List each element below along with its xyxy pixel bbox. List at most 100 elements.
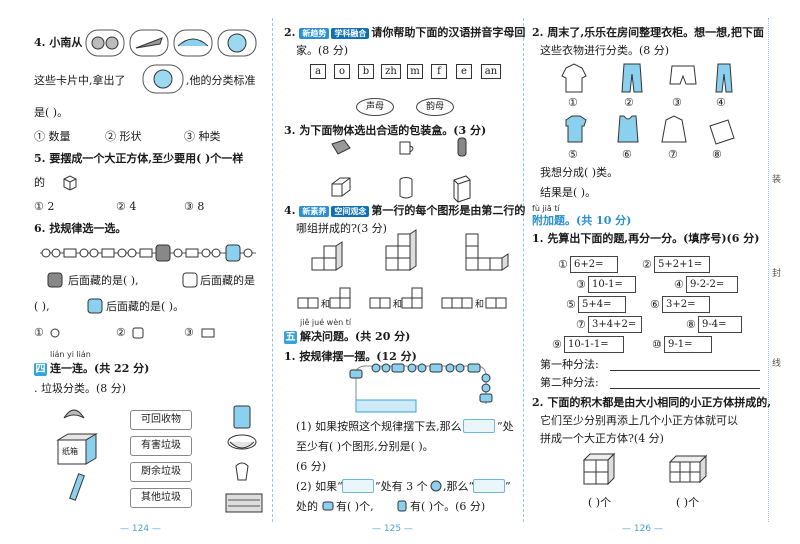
p125-q1b-part3: ,那么“ [443, 480, 475, 493]
blank-card-box-3 [473, 479, 505, 493]
packaged-objects-image [331, 137, 467, 157]
q6-line2: 后面藏的是( )。 [106, 300, 185, 313]
waste-label-other[interactable]: 其他垃圾 [130, 488, 192, 508]
pattern-chain-image [40, 244, 256, 262]
bonus-pinyin: fù jiā tí [532, 204, 560, 213]
p125-q1a-part4: (6 分) [296, 460, 327, 473]
q6-line1b: 后面藏的是 [200, 274, 255, 287]
circle-shape-icon [50, 328, 60, 338]
letter-card-o[interactable]: o [334, 64, 350, 79]
answer-count-2[interactable]: ( )个 [676, 496, 700, 509]
page-number-125-value: 125 [383, 524, 402, 534]
eq-box-4[interactable]: 9-2-2= [686, 276, 738, 293]
q4-line3: 是( )。 [34, 106, 69, 119]
binding-char-3: 线 [772, 359, 782, 369]
eq-box-3[interactable]: 10-1= [588, 276, 636, 293]
tag-spatial-concept: 空间观念 [331, 205, 370, 217]
bonus-q2-text2: 它们至少分别再添上几个小正方体就可以 [540, 414, 738, 427]
oval-finals[interactable]: 韵母 [416, 98, 454, 116]
q4-option-1[interactable]: ① 数量 [34, 130, 71, 143]
blue-rect-icon [322, 501, 334, 511]
letter-card-f[interactable]: f [431, 64, 447, 79]
waste-label-hazardous[interactable]: 有害垃圾 [130, 436, 192, 456]
q4-line2-end: ,他的分类标准 [186, 74, 256, 87]
q5-option-3[interactable]: ③ 8 [184, 200, 205, 213]
binding-line [768, 18, 769, 522]
blank-card-box-2 [342, 479, 374, 493]
eq-box-10[interactable]: 9-1= [664, 336, 712, 353]
p125-q1b-part5: 处的 [296, 500, 318, 513]
eq-box-8[interactable]: 9-4= [698, 316, 742, 333]
answer-count-1[interactable]: ( )个 [588, 496, 612, 509]
section5-pinyin: jiě jué wèn tí [300, 318, 352, 327]
waste-items-right-image [225, 405, 263, 513]
q6-option-2[interactable]: ② [116, 326, 126, 339]
method-2-line[interactable] [610, 388, 760, 389]
q6-option-1[interactable]: ① [34, 326, 44, 339]
tag-interdisciplinary: 学科融合 [331, 27, 370, 39]
eq-num-5: ⑤ [566, 298, 576, 311]
p125-q1b-part2: ”处有 3 个 [375, 480, 428, 493]
q6-option-3[interactable]: ③ [184, 326, 194, 339]
eq-box-6[interactable]: 3+2= [662, 296, 710, 313]
letter-card-m[interactable]: m [407, 64, 423, 79]
eq-box-2[interactable]: 5+2+1= [654, 256, 710, 273]
page-number-124-value: 124 [131, 524, 150, 534]
q4-option-2[interactable]: ② 形状 [105, 130, 142, 143]
eq-num-4: ④ [674, 278, 684, 291]
q5-option-1[interactable]: ① 2 [34, 200, 55, 213]
letter-card-an[interactable]: an [481, 64, 501, 79]
gray-card-icon [47, 272, 63, 288]
clothes-label-2: ② [624, 96, 634, 109]
section4-number: 四 [34, 362, 47, 376]
q5-option-2[interactable]: ② 4 [116, 200, 137, 213]
bonus-q2-text3: 拼成一个大正方体?(4 分) [540, 432, 664, 445]
eq-num-3: ③ [576, 278, 586, 291]
column-divider [272, 18, 273, 522]
p125-q4-stem: 4. 新素养空间观念第一行的每个图形是由第二行的 [284, 204, 526, 217]
method-1-line[interactable] [610, 370, 760, 371]
cube-pairs-image [297, 287, 507, 309]
eq-box-5[interactable]: 5+4= [578, 296, 626, 313]
pattern-spiral-image [349, 363, 493, 413]
p126-q2-stem: 2. 周末了,乐乐在房间整理衣柜。想一想,把下面 [532, 26, 764, 39]
eq-box-7[interactable]: 3+4+2= [588, 316, 642, 333]
small-cube-icon [63, 175, 77, 191]
q5-stem: 5. 要摆成一个大正方体,至少要用( )个一样 [34, 152, 244, 165]
oval-initials[interactable]: 声母 [356, 98, 394, 116]
bonus-q1-stem: 1. 先算出下面的题,再分一分。(填序号)(6 分) [532, 232, 760, 245]
clothes-label-7: ⑦ [668, 148, 678, 161]
cardboard-box-image [56, 433, 98, 465]
eq-num-10: ⑩ [652, 338, 662, 351]
waste-label-kitchen[interactable]: 厨余垃圾 [130, 462, 192, 482]
p125-q4-text2: 哪组拼成的?(3 分) [296, 222, 387, 235]
p125-q2-stem: 2. 新趋势学科融合请你帮助下面的汉语拼音字母回 [284, 26, 526, 39]
letter-card-zh[interactable]: zh [381, 64, 401, 79]
clothes-label-4: ④ [716, 96, 726, 109]
eq-box-1[interactable]: 6+2= [570, 256, 618, 273]
p125-q1a-text: (1) 如果按照这个规律摆下去,那么“ [296, 420, 467, 434]
letter-card-a[interactable]: a [310, 64, 326, 79]
binding-char-1: 装 [772, 175, 782, 185]
p126-q2-answer2: 结果是( )。 [540, 186, 597, 199]
method-1-label: 第一种分法: [540, 358, 599, 371]
q6-line2-prefix: ( ), [34, 300, 50, 313]
vegetable-cards-image [85, 29, 257, 57]
eq-box-9[interactable]: 10-1-1= [564, 336, 624, 353]
and-label-1: 和 [321, 300, 331, 310]
p125-q1-stem: 1. 按规律摆一摆。(12 分) [284, 350, 417, 363]
page-number-125: — 125 — [372, 524, 413, 534]
eq-num-2: ② [642, 258, 652, 271]
outline-card-icon [182, 272, 198, 288]
p126-q2-answer1: 我想分成( )类。 [540, 166, 619, 179]
waste-items-left-image [63, 409, 85, 501]
waste-label-recyclable[interactable]: 可回收物 [130, 410, 192, 430]
clothes-label-1: ① [568, 96, 578, 109]
letter-card-e[interactable]: e [456, 64, 472, 79]
q4-option-3[interactable]: ③ 种类 [184, 130, 221, 143]
letter-card-b[interactable]: b [358, 64, 374, 79]
page-number-126: — 126 — [622, 524, 663, 534]
waste-question: . 垃圾分类。(8 分) [34, 382, 127, 395]
p125-q1b-part7: 有( )个。(6 分) [410, 500, 486, 513]
p125-q1b-part4: ” [505, 480, 511, 493]
